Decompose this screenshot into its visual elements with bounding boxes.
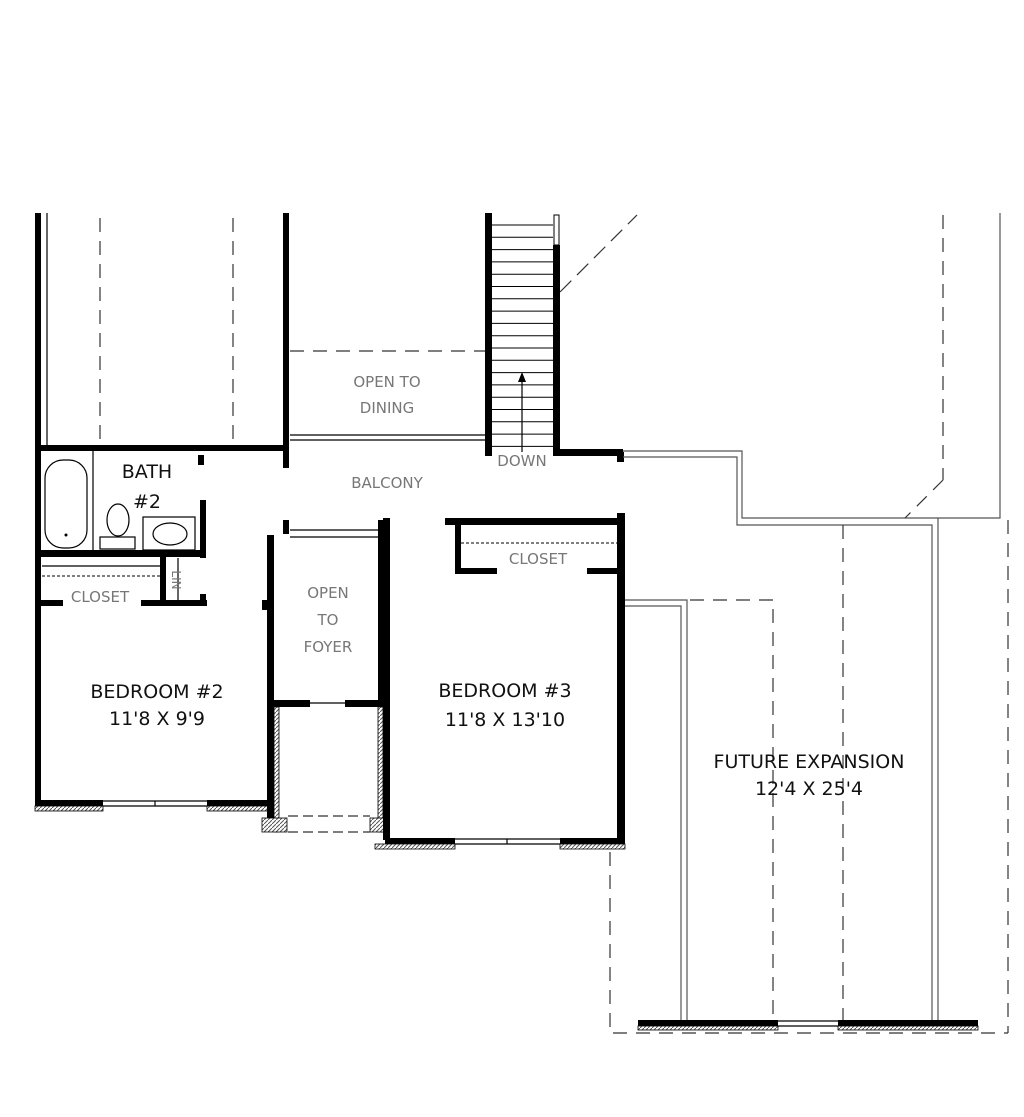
open-to-foyer-label-2: TO xyxy=(317,611,339,629)
future-expansion-size: 12'4 X 25'4 xyxy=(755,778,863,800)
sink-icon xyxy=(142,516,196,551)
open-to-foyer-label: OPEN xyxy=(307,584,349,602)
bath-label: BATH xyxy=(122,461,172,483)
bathtub-icon xyxy=(44,459,88,549)
open-to-foyer-label-3: FOYER xyxy=(304,638,353,656)
bedroom3-label: BEDROOM #3 xyxy=(438,680,571,702)
linen-label: LIN xyxy=(169,570,183,589)
toilet-icon xyxy=(106,503,130,537)
bedroom3-size: 11'8 X 13'10 xyxy=(445,709,565,731)
up-arrow-icon xyxy=(518,372,526,452)
closet-left-label: CLOSET xyxy=(71,588,130,606)
open-to-dining-label-2: DINING xyxy=(360,399,414,417)
bedroom2-size: 11'8 X 9'9 xyxy=(109,708,205,730)
balcony-label: BALCONY xyxy=(351,474,423,492)
open-to-dining-label: OPEN TO xyxy=(353,373,420,391)
closet-right-label: CLOSET xyxy=(509,550,568,568)
future-expansion-label: FUTURE EXPANSION xyxy=(714,751,905,773)
bath-number: #2 xyxy=(133,491,161,513)
stair-down-label: DOWN xyxy=(497,452,546,470)
walls xyxy=(34,213,1009,1034)
bedroom2-label: BEDROOM #2 xyxy=(90,681,223,703)
